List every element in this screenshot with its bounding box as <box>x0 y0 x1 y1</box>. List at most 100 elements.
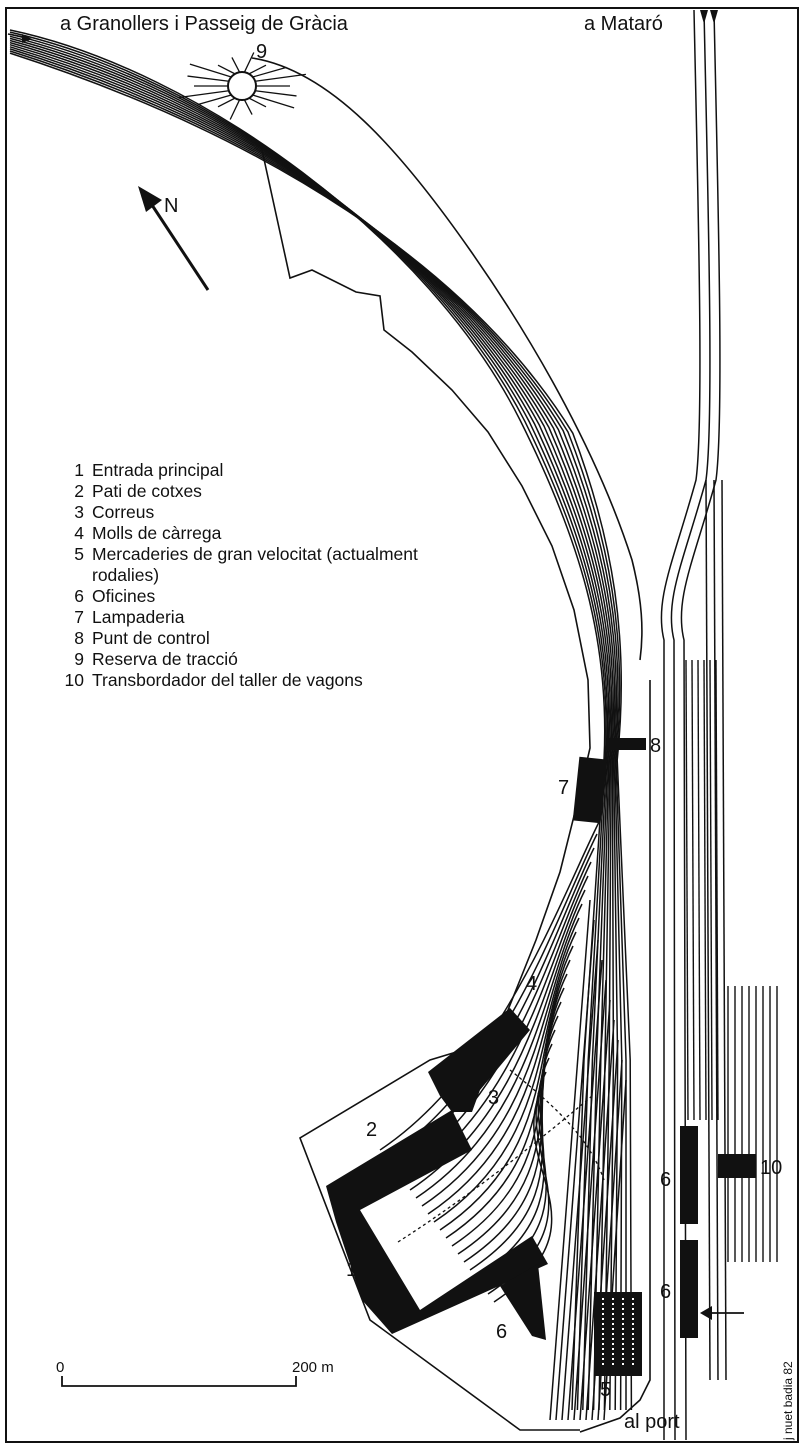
building-control-point <box>606 738 646 750</box>
yard-track <box>567 959 603 1421</box>
freight-dot <box>622 1348 624 1350</box>
freight-dot <box>622 1363 624 1365</box>
turntable-ray <box>178 90 229 99</box>
mataro-arrow-2-icon <box>710 10 718 24</box>
callout-2: 2 <box>366 1119 377 1141</box>
freight-dot <box>632 1363 634 1365</box>
north-arrow-icon <box>148 201 210 291</box>
building-express-freight <box>594 1292 642 1376</box>
building-transfer-table <box>718 1154 756 1178</box>
turntable-ray <box>187 75 229 82</box>
mataro-track <box>680 9 721 1441</box>
credit: j nuet badia 82 <box>781 1361 795 1441</box>
freight-dot <box>612 1348 614 1350</box>
yard-track <box>439 959 571 1231</box>
freight-dot <box>632 1313 634 1315</box>
legend-number: 8 <box>74 628 84 648</box>
legend-text: Reserva de tracció <box>92 649 238 669</box>
legend-text: Oficines <box>92 586 156 606</box>
mail-track-2 <box>509 1069 605 1181</box>
destination-mataro: a Mataró <box>584 13 663 35</box>
main-track-fan <box>9 29 633 1421</box>
legend-text: Molls de càrrega <box>92 523 222 543</box>
freight-dot <box>612 1338 614 1340</box>
yard-track <box>415 903 583 1199</box>
freight-dot <box>612 1313 614 1315</box>
freight-dot <box>612 1363 614 1365</box>
entry-arrow-head-icon <box>22 34 32 43</box>
mataro-track <box>705 479 711 1381</box>
siding-track <box>691 659 695 1121</box>
freight-dot <box>602 1348 604 1350</box>
yard-track <box>555 919 595 1421</box>
freight-dot <box>602 1353 604 1355</box>
station-boundary <box>261 149 591 1431</box>
freight-dot <box>632 1353 634 1355</box>
freight-dot <box>622 1313 624 1315</box>
freight-dot <box>632 1323 634 1325</box>
legend-number: 7 <box>74 607 84 627</box>
siding-track <box>685 659 689 1121</box>
north-arrow-head-icon <box>138 186 162 212</box>
yard-track <box>379 819 601 1151</box>
callout-9: 9 <box>256 41 267 63</box>
callout-4: 4 <box>526 973 537 995</box>
siding-track <box>703 659 707 1121</box>
turntable-ray <box>255 73 306 82</box>
mataro-line-tracks <box>660 9 727 1441</box>
track <box>9 33 609 1411</box>
track <box>9 37 612 1411</box>
track <box>9 29 606 1411</box>
map-frame <box>5 7 799 1443</box>
freight-dot <box>632 1358 634 1360</box>
turntable-ray <box>252 94 295 109</box>
freight-dot <box>612 1298 614 1300</box>
turntable-ray <box>189 63 232 78</box>
freight-dot <box>632 1333 634 1335</box>
callout-6c: 6 <box>660 1281 671 1303</box>
legend-number: 6 <box>74 586 84 606</box>
yard-track <box>433 945 574 1223</box>
freight-dot <box>622 1333 624 1335</box>
legend-text: Entrada principal <box>92 460 224 480</box>
turntable-ray <box>217 97 236 108</box>
track <box>9 50 627 1410</box>
arrow-head-icon <box>700 1306 712 1320</box>
freight-dot <box>612 1303 614 1305</box>
freight-dot <box>612 1308 614 1310</box>
track <box>9 46 619 1411</box>
callout-8: 8 <box>650 735 661 757</box>
mail-track <box>397 1095 593 1243</box>
turntable-ray <box>217 64 236 75</box>
track <box>9 41 615 1411</box>
freight-dot <box>622 1358 624 1360</box>
freight-dot <box>602 1328 604 1330</box>
callout-10: 10 <box>760 1157 782 1179</box>
north-label: N <box>164 195 178 217</box>
yard-track <box>451 987 565 1247</box>
freight-dot <box>622 1318 624 1320</box>
callout-1: 1 <box>346 1259 357 1281</box>
freight-dot <box>632 1308 634 1310</box>
legend-text: Pati de cotxes <box>92 481 202 501</box>
turntable-ray <box>243 52 255 73</box>
freight-dot <box>622 1308 624 1310</box>
callout-6b: 6 <box>660 1169 671 1191</box>
yard-track <box>585 1019 615 1421</box>
destination-port: al port <box>624 1411 680 1433</box>
freight-dot <box>632 1318 634 1320</box>
wagon-workshop-tracks <box>685 659 778 1262</box>
yard-track <box>427 931 577 1215</box>
building-office-6c <box>680 1240 698 1338</box>
scale-end: 200 m <box>292 1359 334 1376</box>
yard-track <box>549 899 591 1421</box>
yard-track <box>385 833 598 1159</box>
turntable-ray <box>197 94 232 106</box>
building-office-6b <box>680 1126 698 1224</box>
